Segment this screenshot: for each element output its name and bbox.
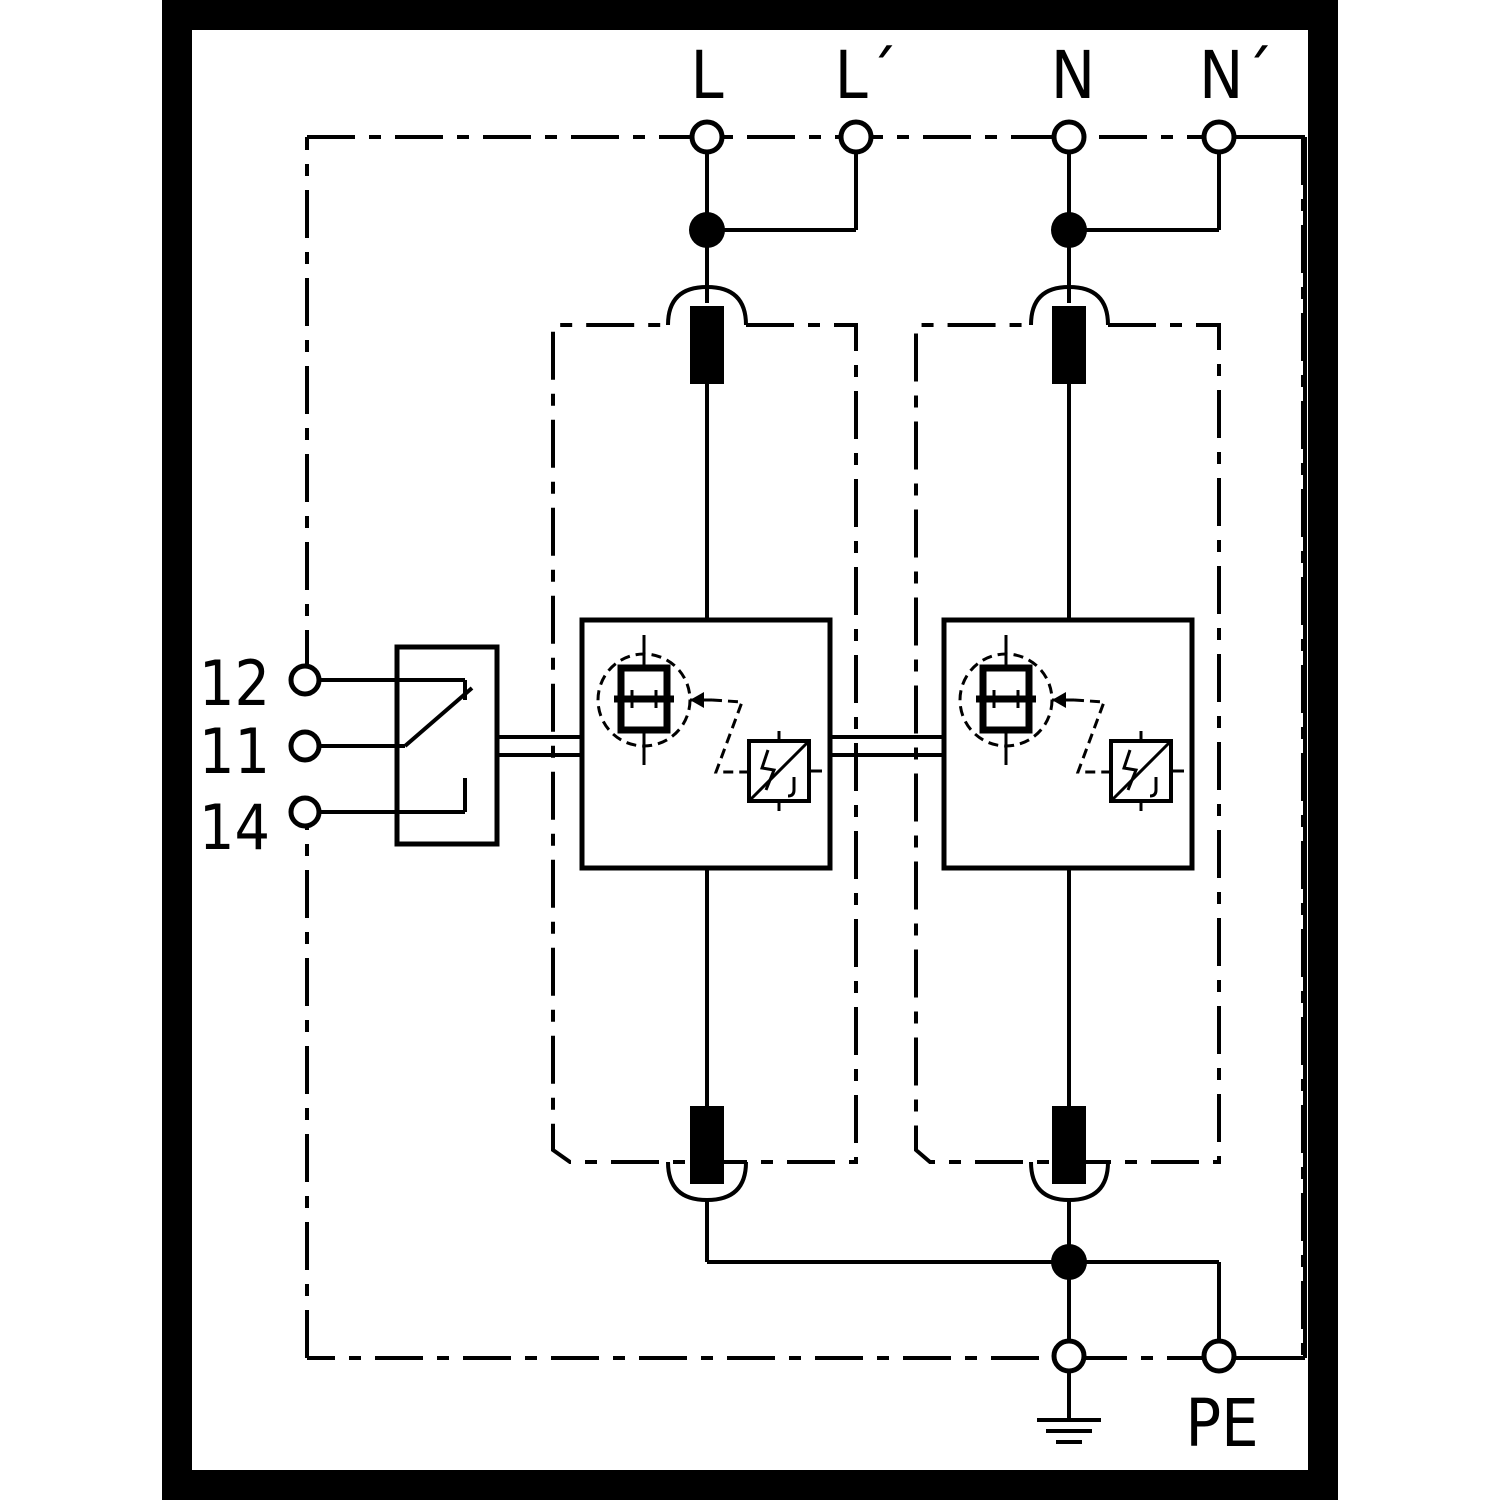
pe-return-line <box>1236 135 1307 1360</box>
changeover-contact-icon <box>319 678 474 814</box>
module-outline-l <box>551 323 858 1164</box>
junction-dots <box>689 212 1087 1280</box>
mechanical-linkage <box>497 735 944 757</box>
terminal-label-l-prime: L´ <box>835 37 898 114</box>
terminal-label-l: L <box>690 37 723 114</box>
fuse-blocks <box>690 306 1086 1184</box>
main-conductors <box>666 152 1221 1340</box>
terminal-circles <box>288 119 1237 1374</box>
module-outline-n <box>914 323 1221 1164</box>
ground-icon <box>1037 1371 1101 1444</box>
terminal-label-n-prime: N´ <box>1199 37 1273 114</box>
remote-signalling-contact <box>394 644 500 847</box>
aux-label-12: 12 <box>199 647 270 720</box>
device-frame <box>162 0 1338 1500</box>
terminal-label-pe: PE <box>1185 1385 1258 1462</box>
aux-label-11: 11 <box>199 715 270 788</box>
aux-label-14: 14 <box>199 791 270 864</box>
terminal-label-n: N <box>1051 37 1095 114</box>
